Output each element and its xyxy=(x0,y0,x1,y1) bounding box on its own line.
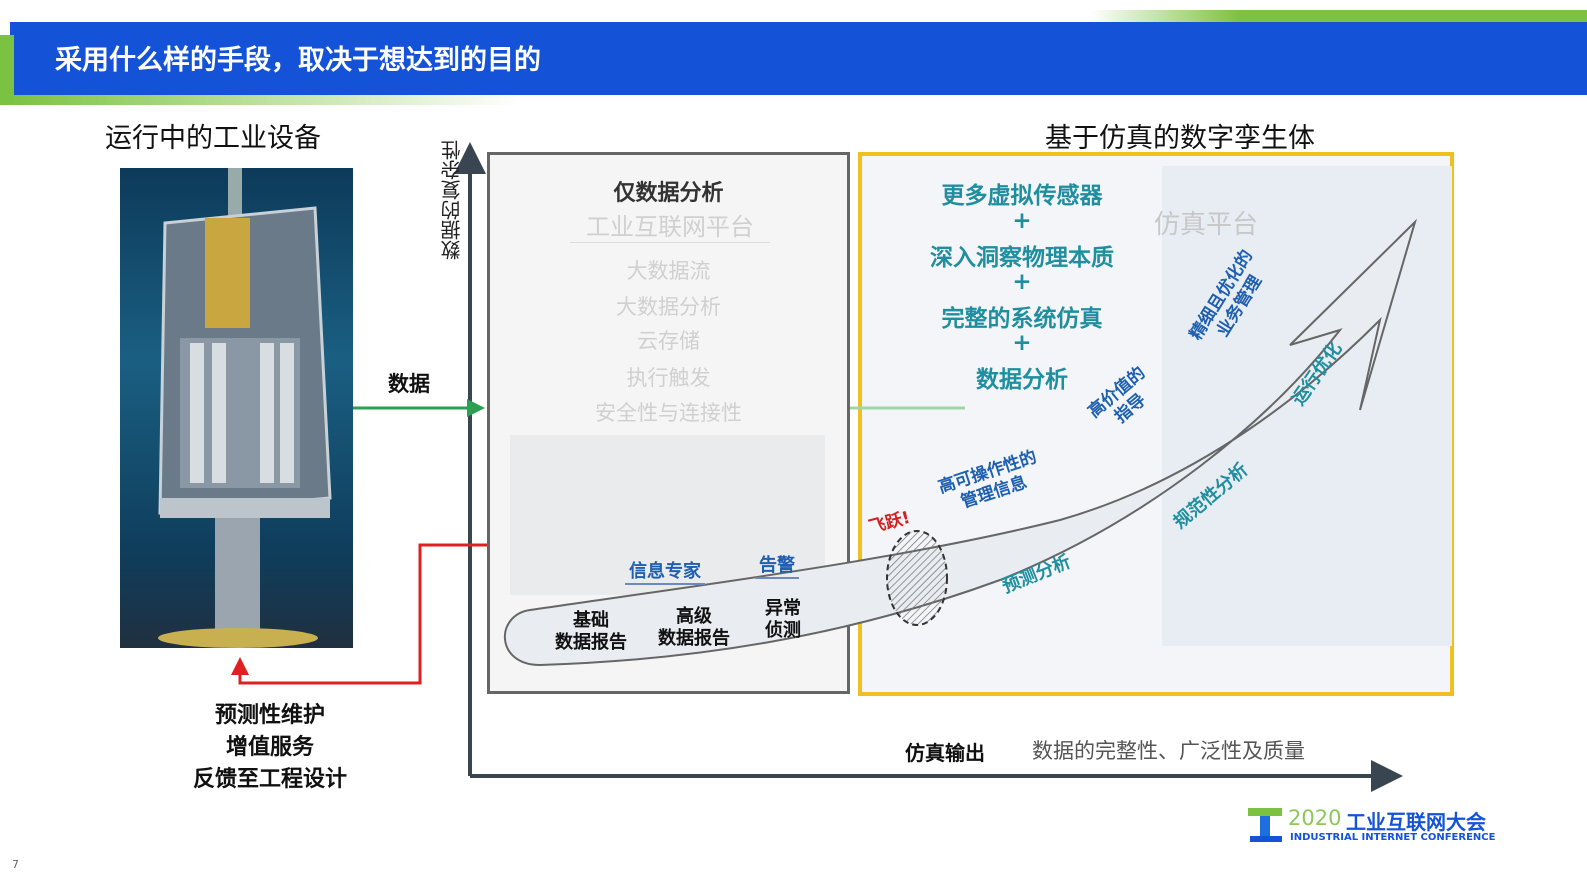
logo-en: INDUSTRIAL INTERNET CONFERENCE xyxy=(1290,832,1496,843)
stage-anomaly-detection: 异常 侦测 xyxy=(765,598,801,641)
twin-line: 数据分析 xyxy=(976,367,1068,393)
middle-item: 大数据分析 xyxy=(616,295,721,319)
feedback-item: 反馈至工程设计 xyxy=(192,767,347,792)
left-accent xyxy=(0,35,14,105)
growth-arrow xyxy=(504,218,1418,667)
leap-gap xyxy=(886,530,948,626)
logo-cn: 工业互联网大会 xyxy=(1346,810,1486,834)
logo-mark xyxy=(1248,808,1282,816)
logo-year: 2020 xyxy=(1288,806,1342,830)
equipment-illustration xyxy=(158,168,332,648)
top-accent-line xyxy=(1090,10,1587,22)
middle-item: 安全性与连接性 xyxy=(595,401,742,425)
feedback-item: 预测性维护 xyxy=(214,703,325,728)
conference-logo: 2020 工业互联网大会 INDUSTRIAL INTERNET CONFERE… xyxy=(1248,806,1518,846)
brace-info-expert: 信息专家 xyxy=(625,557,705,585)
twin-line: 深入洞察物理本质 xyxy=(930,245,1114,271)
platform-label: 工业互联网平台 xyxy=(570,207,770,243)
plus: + xyxy=(1012,330,1032,356)
data-analysis-title: 仅数据分析 xyxy=(613,181,724,206)
feedback-arrow xyxy=(231,543,487,685)
feedback-item: 增值服务 xyxy=(225,735,314,760)
equipment-heading: 运行中的工业设备 xyxy=(105,123,321,154)
twin-line: 完整的系统仿真 xyxy=(941,306,1103,332)
twin-line: 更多虚拟传感器 xyxy=(941,183,1103,209)
brace-alert: 告警 xyxy=(755,551,799,579)
middle-item: 大数据流 xyxy=(626,259,711,283)
middle-item: 执行触发 xyxy=(626,366,711,390)
page-number: 7 xyxy=(12,858,19,871)
simulation-platform-label: 仿真平台 xyxy=(1154,210,1259,240)
data-label: 数据 xyxy=(388,372,430,396)
plus: + xyxy=(1012,208,1032,234)
plus: + xyxy=(1012,269,1032,295)
feedback-list: 预测性维护 增值服务 反馈至工程设计 xyxy=(150,700,390,796)
title-bar xyxy=(10,22,1587,95)
digital-twin-heading: 基于仿真的数字孪生体 xyxy=(1045,123,1315,154)
slide-title: 采用什么样的手段，取决于想达到的目的 xyxy=(55,45,541,76)
y-axis-label: 数据的复杂性 xyxy=(440,140,464,260)
stage-basic-report: 基础 数据报告 xyxy=(555,610,627,653)
under-accent xyxy=(10,95,520,105)
middle-item: 云存储 xyxy=(637,329,700,353)
x-axis-label: 数据的完整性、广泛性及质量 xyxy=(1032,739,1305,763)
equipment-image xyxy=(120,168,353,648)
stage-advanced-report: 高级 数据报告 xyxy=(658,606,730,649)
simulation-output-label: 仿真输出 xyxy=(905,741,985,765)
control-room-photo xyxy=(510,435,825,595)
